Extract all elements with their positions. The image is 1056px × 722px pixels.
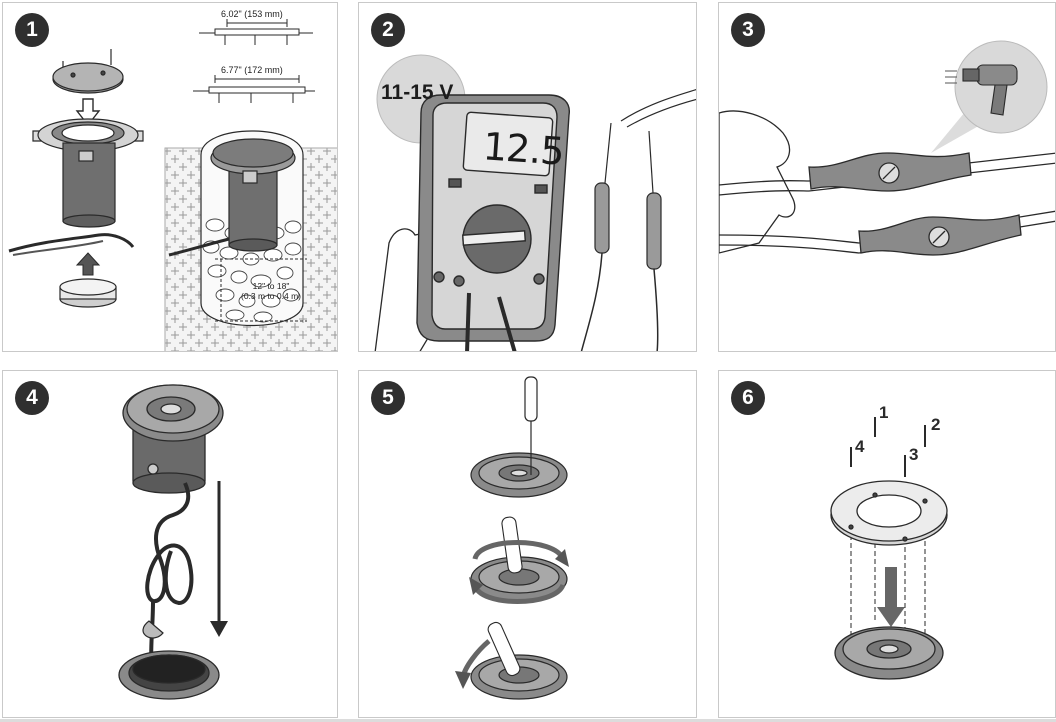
- screw-label-3: 3: [909, 445, 919, 464]
- trim-ring: [830, 480, 948, 546]
- meter-reading: 12.5: [481, 124, 566, 174]
- step-number-badge: 2: [371, 13, 405, 47]
- dimension-drawing-large: [193, 75, 315, 103]
- step-1-illustration: [8, 19, 337, 351]
- down-arrow-icon: [210, 621, 228, 637]
- depth-label-line1: 12" to 18": [252, 281, 290, 291]
- dimension-label-large: 6.77" (172 mm): [221, 65, 283, 75]
- dimension-drawing-small: [199, 19, 313, 45]
- rotate-arrow-icon: [472, 540, 566, 561]
- end-cap: [59, 278, 117, 308]
- step-5-illustration: [455, 376, 569, 700]
- step-number-badge: 6: [731, 381, 765, 415]
- voltage-range-label: 11-15 V: [381, 81, 454, 104]
- step-4-panel: 4: [2, 370, 338, 718]
- screw-label-4: 4: [855, 437, 865, 456]
- light-fixture: [122, 384, 224, 494]
- down-arrow-icon: [877, 607, 905, 627]
- screw-label-2: 2: [931, 415, 941, 434]
- screwdriver: [524, 376, 538, 475]
- step-number-badge: 1: [15, 13, 49, 47]
- meter-display: [462, 111, 554, 177]
- depth-label-line2: (0.3 m to 0.4 m): [241, 291, 301, 301]
- installed-fixture: [210, 138, 296, 252]
- step-5-panel: 5: [358, 370, 697, 718]
- step-6-panel: 6: [718, 370, 1056, 718]
- fixture-top-view-3: [470, 654, 568, 700]
- step-number-badge: 5: [371, 381, 405, 415]
- heat-gun-icon: [945, 64, 1018, 116]
- dimension-label-small: 6.02" (153 mm): [221, 9, 283, 19]
- cover-plate: [52, 49, 124, 94]
- screws: [850, 417, 926, 477]
- test-probes: [580, 122, 662, 351]
- depth-dimension: [215, 258, 307, 322]
- step-6-illustration: [830, 417, 948, 680]
- step-number-badge: 4: [15, 381, 49, 415]
- housing-sleeve: [32, 118, 144, 228]
- step-1-panel: 1: [2, 2, 338, 352]
- step-2-panel: 2: [358, 2, 697, 352]
- fixture-top-view-1: [470, 452, 568, 498]
- up-arrow-icon: [75, 252, 101, 276]
- screw-label-1: 1: [879, 403, 889, 422]
- multimeter: [416, 94, 570, 342]
- step-3-panel: 3: [718, 2, 1056, 352]
- step-number-badge: 3: [731, 13, 765, 47]
- step-4-illustration: [118, 384, 228, 700]
- fixture-base: [834, 626, 944, 680]
- bottom-rule: [0, 719, 1056, 722]
- step-3-illustration: [719, 40, 1055, 256]
- coiled-cable: [145, 482, 194, 606]
- down-arrow-icon: [75, 98, 101, 127]
- depth-label: 12" to 18" (0.3 m to 0.4 m): [229, 281, 313, 301]
- housing-sleeve-opening: [118, 650, 220, 700]
- step-2-illustration: [374, 54, 696, 351]
- heat-shrink-connectors: [808, 152, 1022, 256]
